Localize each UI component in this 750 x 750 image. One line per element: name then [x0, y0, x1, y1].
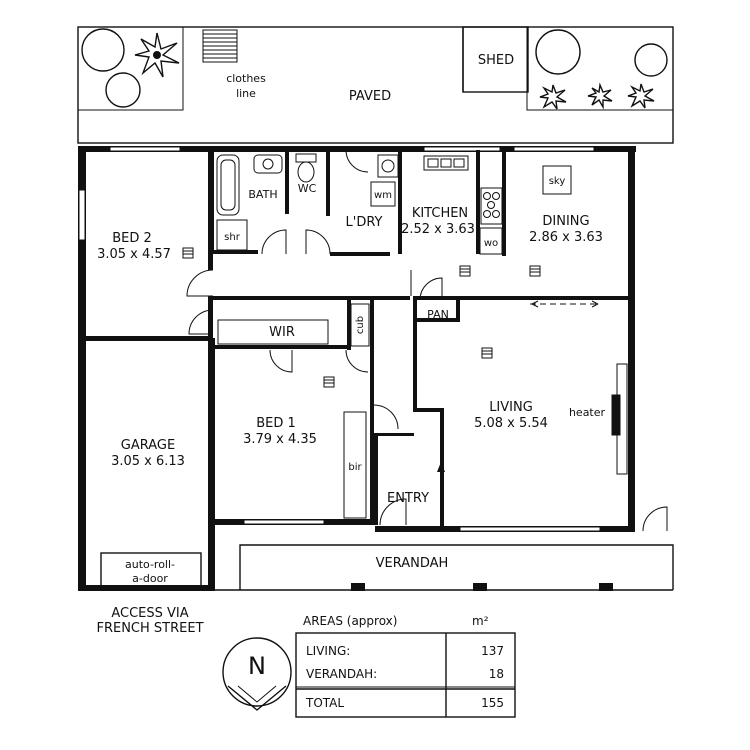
- garage-door-label: auto-roll-: [125, 558, 175, 571]
- garden-bed-right: [526, 26, 674, 111]
- wir-label: WIR: [269, 325, 295, 340]
- outdoor-boundary: [77, 26, 674, 144]
- entry-arrow-icon: [437, 462, 445, 498]
- access-label: ACCESS VIA: [111, 606, 188, 621]
- areas-unit: m²: [472, 614, 489, 628]
- living-size: 5.08 x 5.54: [474, 416, 548, 431]
- fixtures: [216, 153, 628, 519]
- vent-icon: [182, 247, 541, 388]
- north-compass-icon: N: [222, 637, 292, 711]
- areas-row-value-2: 18: [489, 667, 504, 681]
- wm-label: wm: [374, 190, 392, 201]
- shed-label: SHED: [478, 53, 514, 68]
- kitchen-name: KITCHEN: [412, 206, 468, 221]
- areas-total-label: TOTAL: [305, 696, 344, 710]
- doors: [186, 149, 668, 532]
- areas-row-value: 137: [481, 644, 504, 658]
- areas-row-label-2: VERANDAH:: [306, 667, 377, 681]
- wc-label: WC: [298, 182, 317, 195]
- sky-label: sky: [549, 176, 566, 187]
- garden-bed-left: [77, 26, 184, 111]
- garage-door-box: [100, 552, 202, 588]
- verandah-outline: [215, 544, 674, 591]
- interior-walls: [78, 150, 635, 528]
- living-name: LIVING: [489, 400, 533, 415]
- garage-door-label-2: a-door: [132, 572, 168, 585]
- windows: [78, 146, 601, 532]
- areas-table: AREAS (approx) m² LIVING: 137 VERANDAH: …: [295, 614, 516, 718]
- cub-label: cub: [355, 316, 366, 334]
- areas-total-value: 155: [481, 696, 504, 710]
- areas-title: AREAS (approx): [303, 614, 397, 628]
- kitchen-size: 2.52 x 3.63: [401, 222, 475, 237]
- garage-name: GARAGE: [121, 438, 175, 453]
- labels: clothes line PAVED SHED BED 2 3.05 x 4.5…: [96, 53, 605, 636]
- bath-label: BATH: [248, 188, 277, 201]
- bed1-name: BED 1: [256, 416, 296, 431]
- bed2-name: BED 2: [112, 231, 152, 246]
- bed1-size: 3.79 x 4.35: [243, 432, 317, 447]
- exterior-walls: [78, 146, 636, 591]
- dining-name: DINING: [542, 214, 589, 229]
- clothes-line-label: clothes: [226, 72, 266, 85]
- paved-label: PAVED: [349, 89, 391, 104]
- sliding-door: [530, 300, 600, 308]
- wo-label: wo: [484, 238, 498, 249]
- garage-size: 3.05 x 6.13: [111, 454, 185, 469]
- shr-label: shr: [224, 232, 241, 243]
- palm-icon: [134, 32, 655, 110]
- ldry-label: L'DRY: [346, 215, 383, 230]
- dining-size: 2.86 x 3.63: [529, 230, 603, 245]
- pan-label: PAN: [427, 308, 449, 321]
- tree-icon: [81, 28, 668, 108]
- bed2-size: 3.05 x 4.57: [97, 247, 171, 262]
- entry-label: ENTRY: [387, 491, 429, 506]
- access-label-2: FRENCH STREET: [96, 621, 203, 636]
- heater-label: heater: [569, 406, 606, 419]
- bir-label: bir: [348, 462, 362, 473]
- verandah-label: VERANDAH: [376, 556, 449, 571]
- clothes-line-label-2: line: [236, 87, 256, 100]
- compass-letter: N: [248, 652, 266, 680]
- clothes-line-icon: [202, 29, 238, 63]
- areas-row-label: LIVING:: [306, 644, 350, 658]
